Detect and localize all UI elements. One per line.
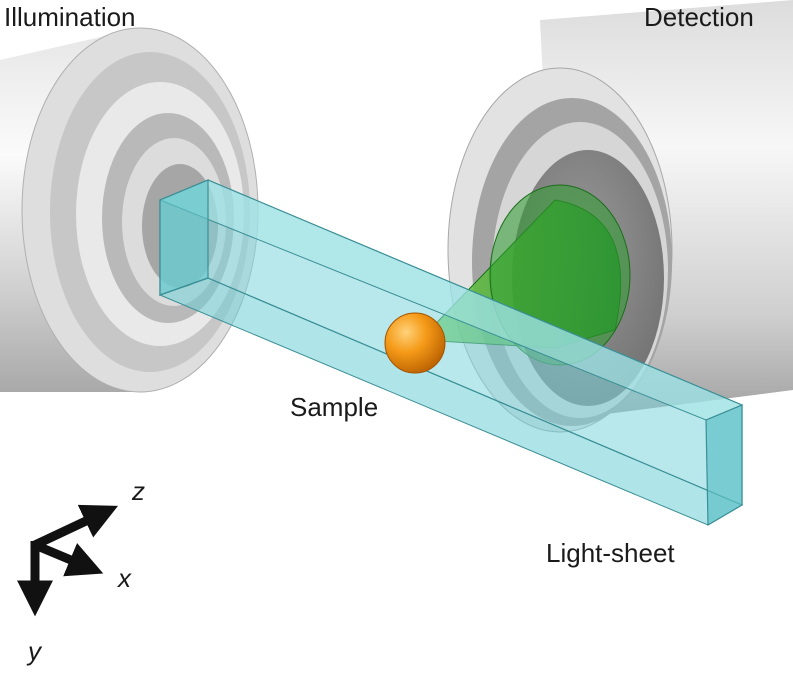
axes <box>17 504 119 617</box>
x-axis-label: x <box>118 563 131 593</box>
light-sheet-label: Light-sheet <box>546 538 675 568</box>
sample-label: Sample <box>290 392 379 422</box>
light-sheet <box>158 179 744 527</box>
x-axis-arrow <box>33 540 104 577</box>
z-axis-label: z <box>132 476 145 506</box>
light-sheet-exit-face <box>705 404 743 527</box>
illumination-label: Illumination <box>4 2 136 32</box>
y-axis-label: y <box>28 636 41 666</box>
sample-sphere <box>384 312 446 374</box>
z-axis-arrow <box>33 504 119 550</box>
light-sheet-entry-face <box>159 179 209 296</box>
detection-label: Detection <box>644 2 754 32</box>
